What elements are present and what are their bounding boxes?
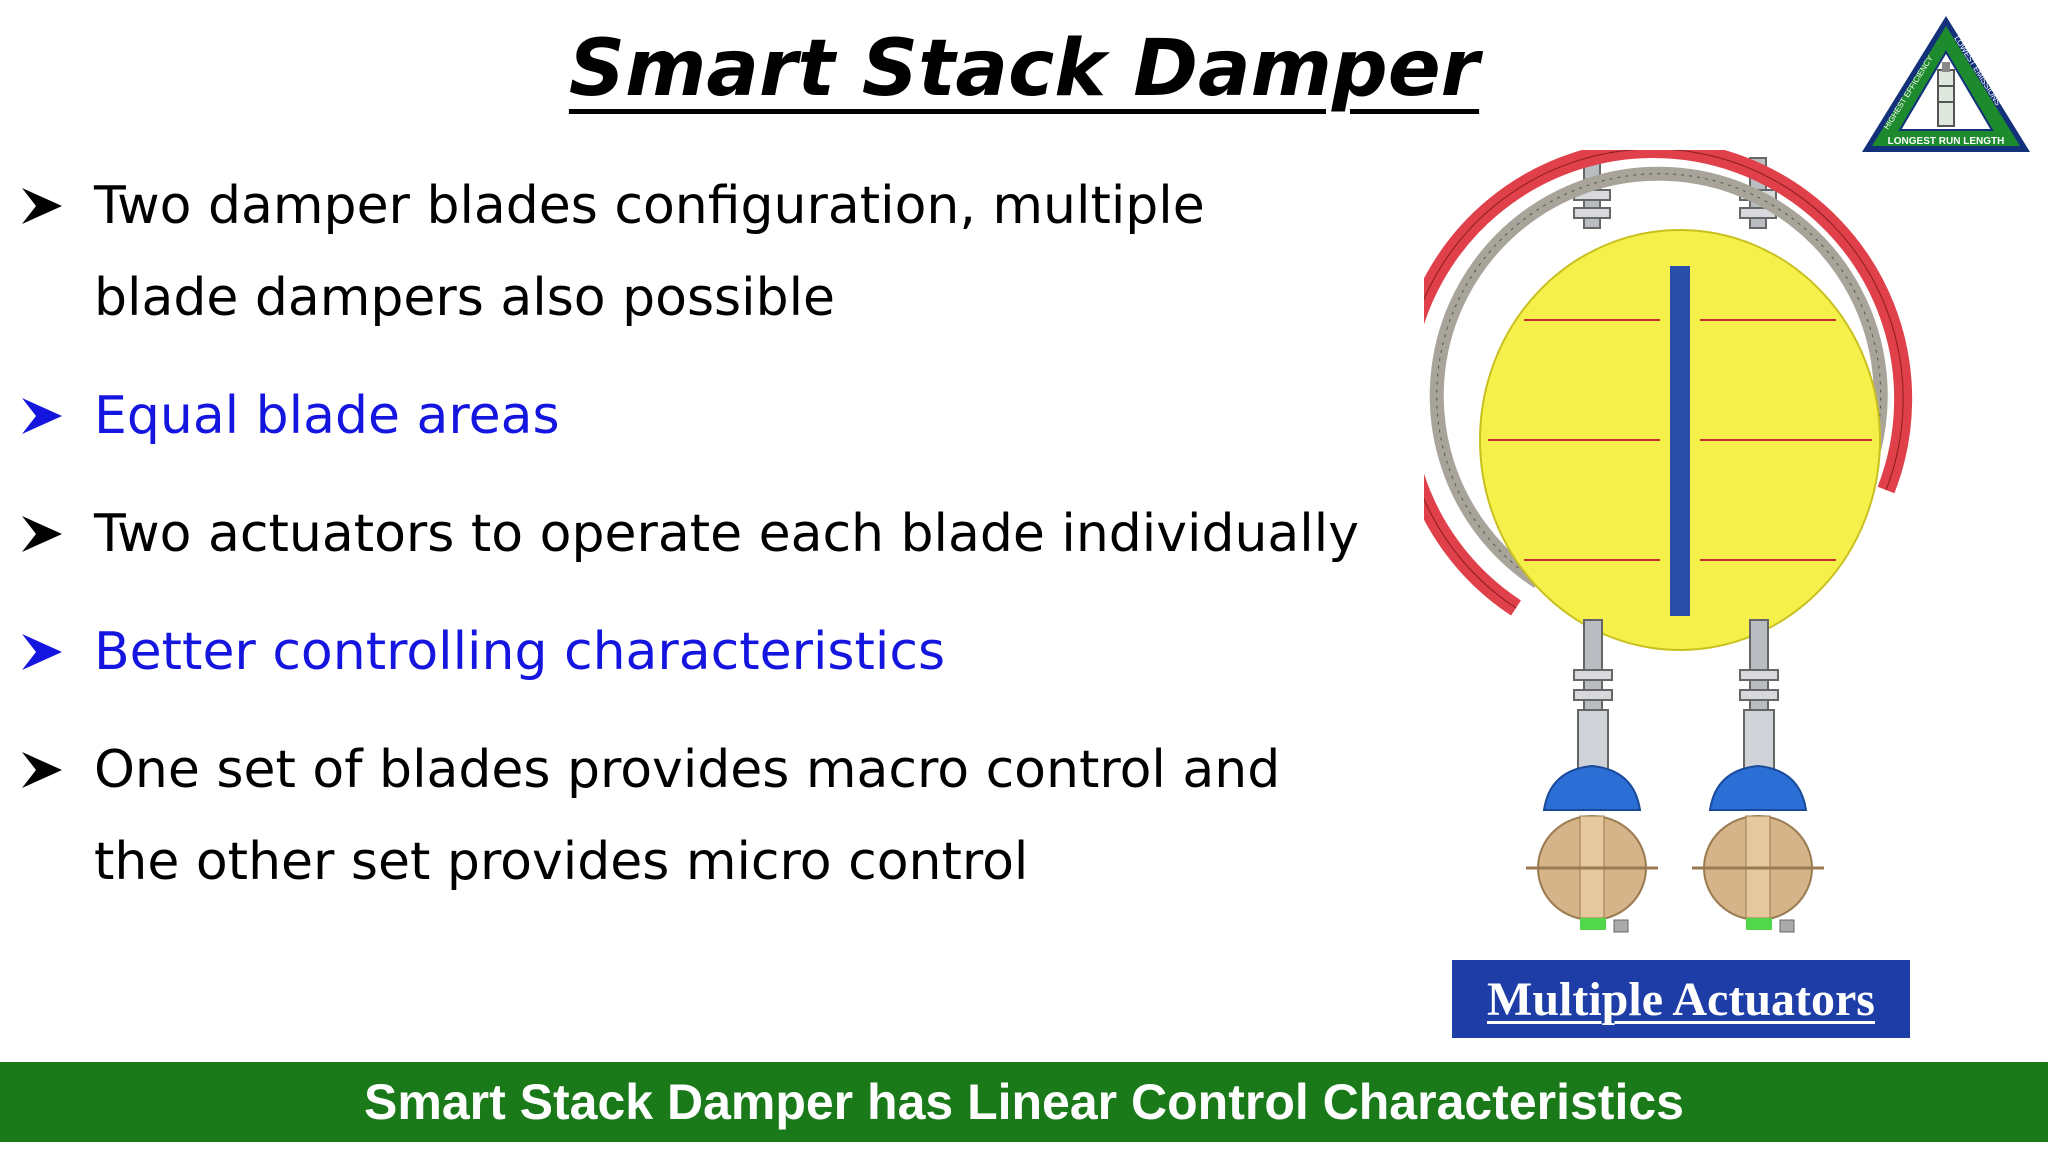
arrow-bullet-icon: [22, 398, 62, 434]
diagram-caption-box: Multiple Actuators: [1452, 960, 1910, 1038]
bullet-text-continuation: blade dampers also possible: [94, 268, 836, 328]
arrow-bullet-icon: [22, 634, 62, 670]
bullet-text: Two damper blades configuration, multipl…: [94, 176, 1205, 236]
page-title: Smart Stack Damper: [568, 24, 1480, 114]
bullet-text: Two actuators to operate each blade indi…: [94, 504, 1359, 564]
actuator-right: [1692, 764, 1824, 933]
bullet-list: Two damper blades configuration, multipl…: [20, 160, 1420, 934]
bullet-item: Equal blade areas: [20, 370, 1420, 462]
bottom-shaft-right: [1739, 619, 1779, 771]
bullet-text-continuation: the other set provides micro control: [94, 832, 1029, 892]
svg-text:LONGEST RUN LENGTH: LONGEST RUN LENGTH: [1888, 136, 2005, 147]
actuator-left: [1526, 764, 1658, 933]
bullet-item: One set of blades provides macro control…: [20, 724, 1420, 908]
bullet-item: Two damper blades configuration, multipl…: [20, 160, 1420, 344]
stack-damper-diagram: [1424, 150, 1913, 933]
bullet-text: Better controlling characteristics: [94, 622, 946, 682]
diagram-caption: Multiple Actuators: [1487, 972, 1875, 1026]
bullet-text: Equal blade areas: [94, 386, 560, 446]
arrow-bullet-icon: [22, 516, 62, 552]
bullet-item: Two actuators to operate each blade indi…: [20, 488, 1420, 580]
bullet-item: Better controlling characteristics: [20, 606, 1420, 698]
footer-text: Smart Stack Damper has Linear Control Ch…: [364, 1074, 1684, 1130]
bottom-shaft-left: [1573, 619, 1613, 771]
arrow-bullet-icon: [22, 188, 62, 224]
blade-divider-shaft: [1670, 266, 1690, 616]
bullet-text: One set of blades provides macro control…: [94, 740, 1281, 800]
arrow-bullet-icon: [22, 752, 62, 788]
footer-banner: Smart Stack Damper has Linear Control Ch…: [0, 1062, 2048, 1142]
company-logo: LONGEST RUN LENGTH HIGHEST EFFICIENCY LO…: [1862, 16, 2030, 152]
